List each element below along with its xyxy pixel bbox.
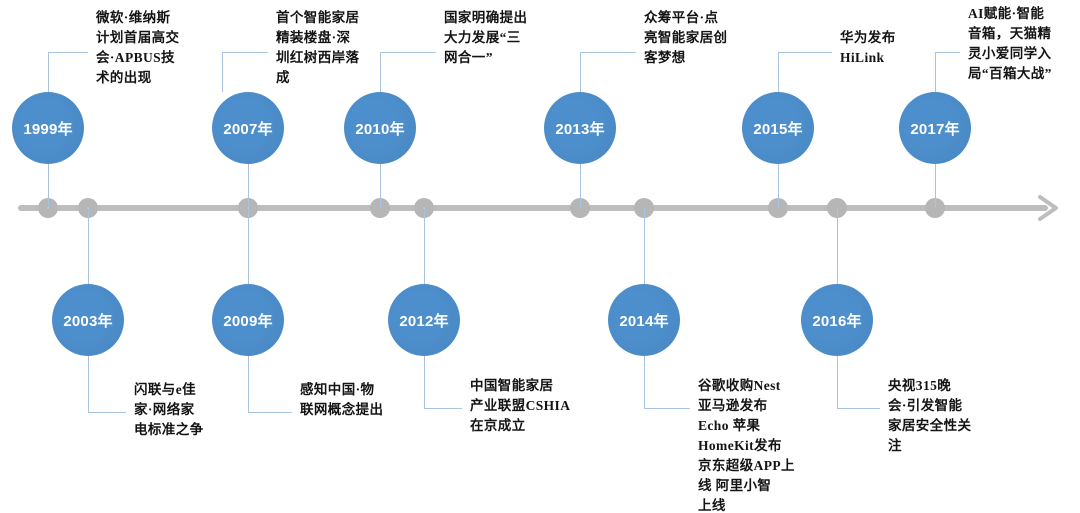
timeline-axis	[18, 205, 1048, 211]
axis-dot	[38, 198, 58, 218]
axis-dot	[570, 198, 590, 218]
connector-vertical	[424, 356, 425, 408]
connector-vertical	[88, 356, 89, 412]
year-bubble-2009[interactable]: 2009年	[212, 284, 284, 356]
year-bubble-2010[interactable]: 2010年	[344, 92, 416, 164]
connector-stem	[424, 208, 425, 284]
connector-horizontal	[935, 52, 960, 53]
connector-stem	[837, 208, 838, 284]
year-bubble-2014[interactable]: 2014年	[608, 284, 680, 356]
year-bubble-2003[interactable]: 2003年	[52, 284, 124, 356]
connector-vertical	[222, 52, 223, 92]
event-caption-2012: 中国智能家居 产业联盟CSHIA 在京成立	[470, 378, 571, 433]
connector-horizontal	[248, 412, 292, 413]
connector-vertical	[837, 356, 838, 408]
connector-vertical	[580, 52, 581, 92]
connector-vertical	[48, 52, 49, 92]
event-caption-2007: 首个智能家居 精装楼盘·深 圳红树西岸落 成	[276, 10, 360, 85]
year-bubble-2016[interactable]: 2016年	[801, 284, 873, 356]
connector-horizontal	[380, 52, 436, 53]
connector-vertical	[380, 52, 381, 92]
connector-horizontal	[644, 408, 690, 409]
connector-horizontal	[222, 52, 268, 53]
connector-stem	[48, 164, 49, 208]
connector-stem	[580, 164, 581, 208]
event-caption-2017: AI赋能·智能 音箱，天猫精 灵小爱同学入 局“百箱大战”	[968, 6, 1052, 81]
connector-stem	[88, 208, 89, 284]
connector-stem	[935, 164, 936, 208]
connector-stem	[644, 208, 645, 284]
connector-stem	[778, 164, 779, 208]
connector-vertical	[935, 52, 936, 92]
axis-dot	[768, 198, 788, 218]
connector-horizontal	[424, 408, 462, 409]
event-caption-1999: 微软·维纳斯 计划首届高交 会·APBUS技 术的出现	[96, 10, 180, 85]
connector-vertical	[248, 356, 249, 412]
year-bubble-1999[interactable]: 1999年	[12, 92, 84, 164]
year-bubble-2013[interactable]: 2013年	[544, 92, 616, 164]
event-caption-2003: 闪联与e佳 家·网络家 电标准之争	[134, 382, 204, 437]
connector-horizontal	[88, 412, 126, 413]
axis-dot	[370, 198, 390, 218]
connector-horizontal	[580, 52, 636, 53]
event-caption-2016: 央视315晚 会·引发智能 家居安全性关 注	[888, 378, 972, 453]
connector-horizontal	[837, 408, 880, 409]
timeline-arrow-icon	[1036, 190, 1072, 226]
event-caption-2010: 国家明确提出 大力发展“三 网合一”	[444, 10, 528, 65]
connector-vertical	[644, 356, 645, 408]
event-caption-2009: 感知中国·物 联网概念提出	[300, 382, 384, 417]
event-caption-2015: 华为发布 HiLink	[840, 30, 896, 65]
event-caption-2013: 众筹平台·点 亮智能家居创 客梦想	[644, 10, 728, 65]
connector-stem	[380, 164, 381, 208]
year-bubble-2012[interactable]: 2012年	[388, 284, 460, 356]
connector-horizontal	[778, 52, 832, 53]
axis-dot	[925, 198, 945, 218]
connector-stem	[248, 164, 249, 208]
connector-horizontal	[48, 52, 88, 53]
connector-stem	[248, 208, 249, 284]
year-bubble-2017[interactable]: 2017年	[899, 92, 971, 164]
event-caption-2014: 谷歌收购Nest 亚马逊发布 Echo 苹果 HomeKit发布 京东超级APP…	[698, 378, 795, 513]
year-bubble-2015[interactable]: 2015年	[742, 92, 814, 164]
year-bubble-2007[interactable]: 2007年	[212, 92, 284, 164]
connector-vertical	[778, 52, 779, 92]
